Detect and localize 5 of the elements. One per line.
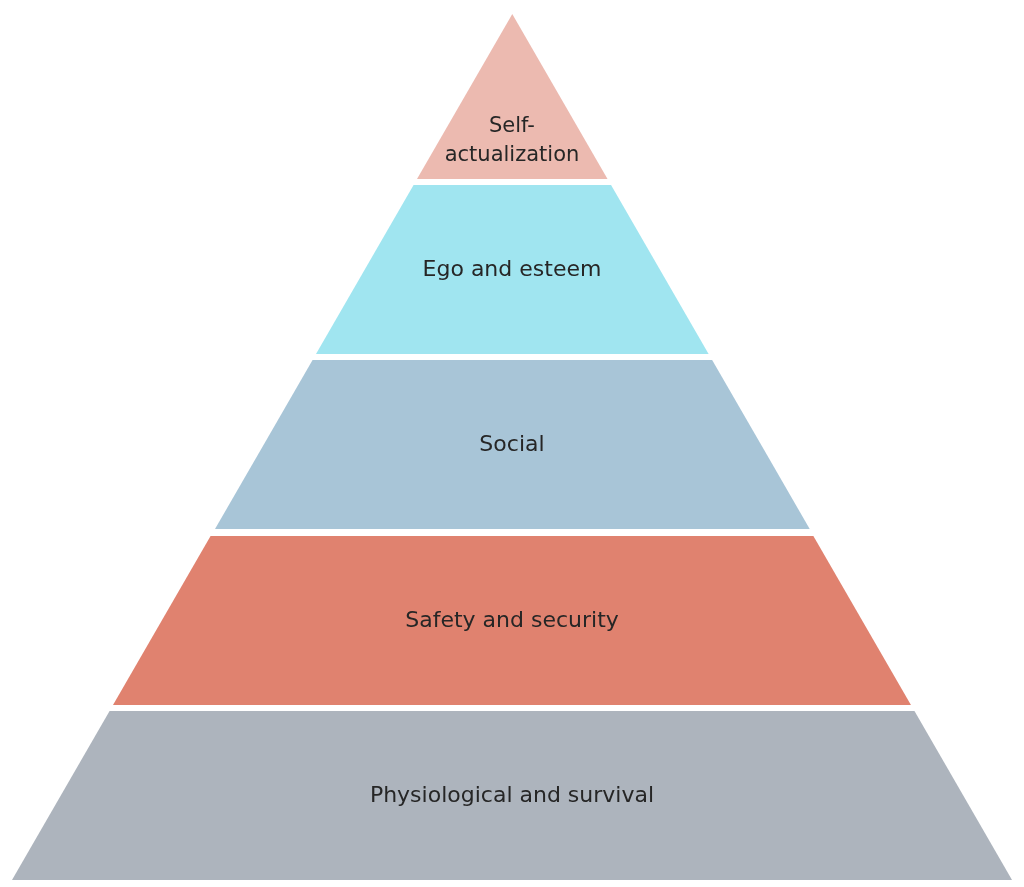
tier-label: Social: [479, 430, 545, 459]
tier-label: Safety and security: [405, 606, 619, 635]
tier-label: Self-actualization: [443, 111, 581, 168]
tier-label: Ego and esteem: [422, 255, 602, 284]
tier-label: Physiological and survival: [369, 781, 655, 810]
